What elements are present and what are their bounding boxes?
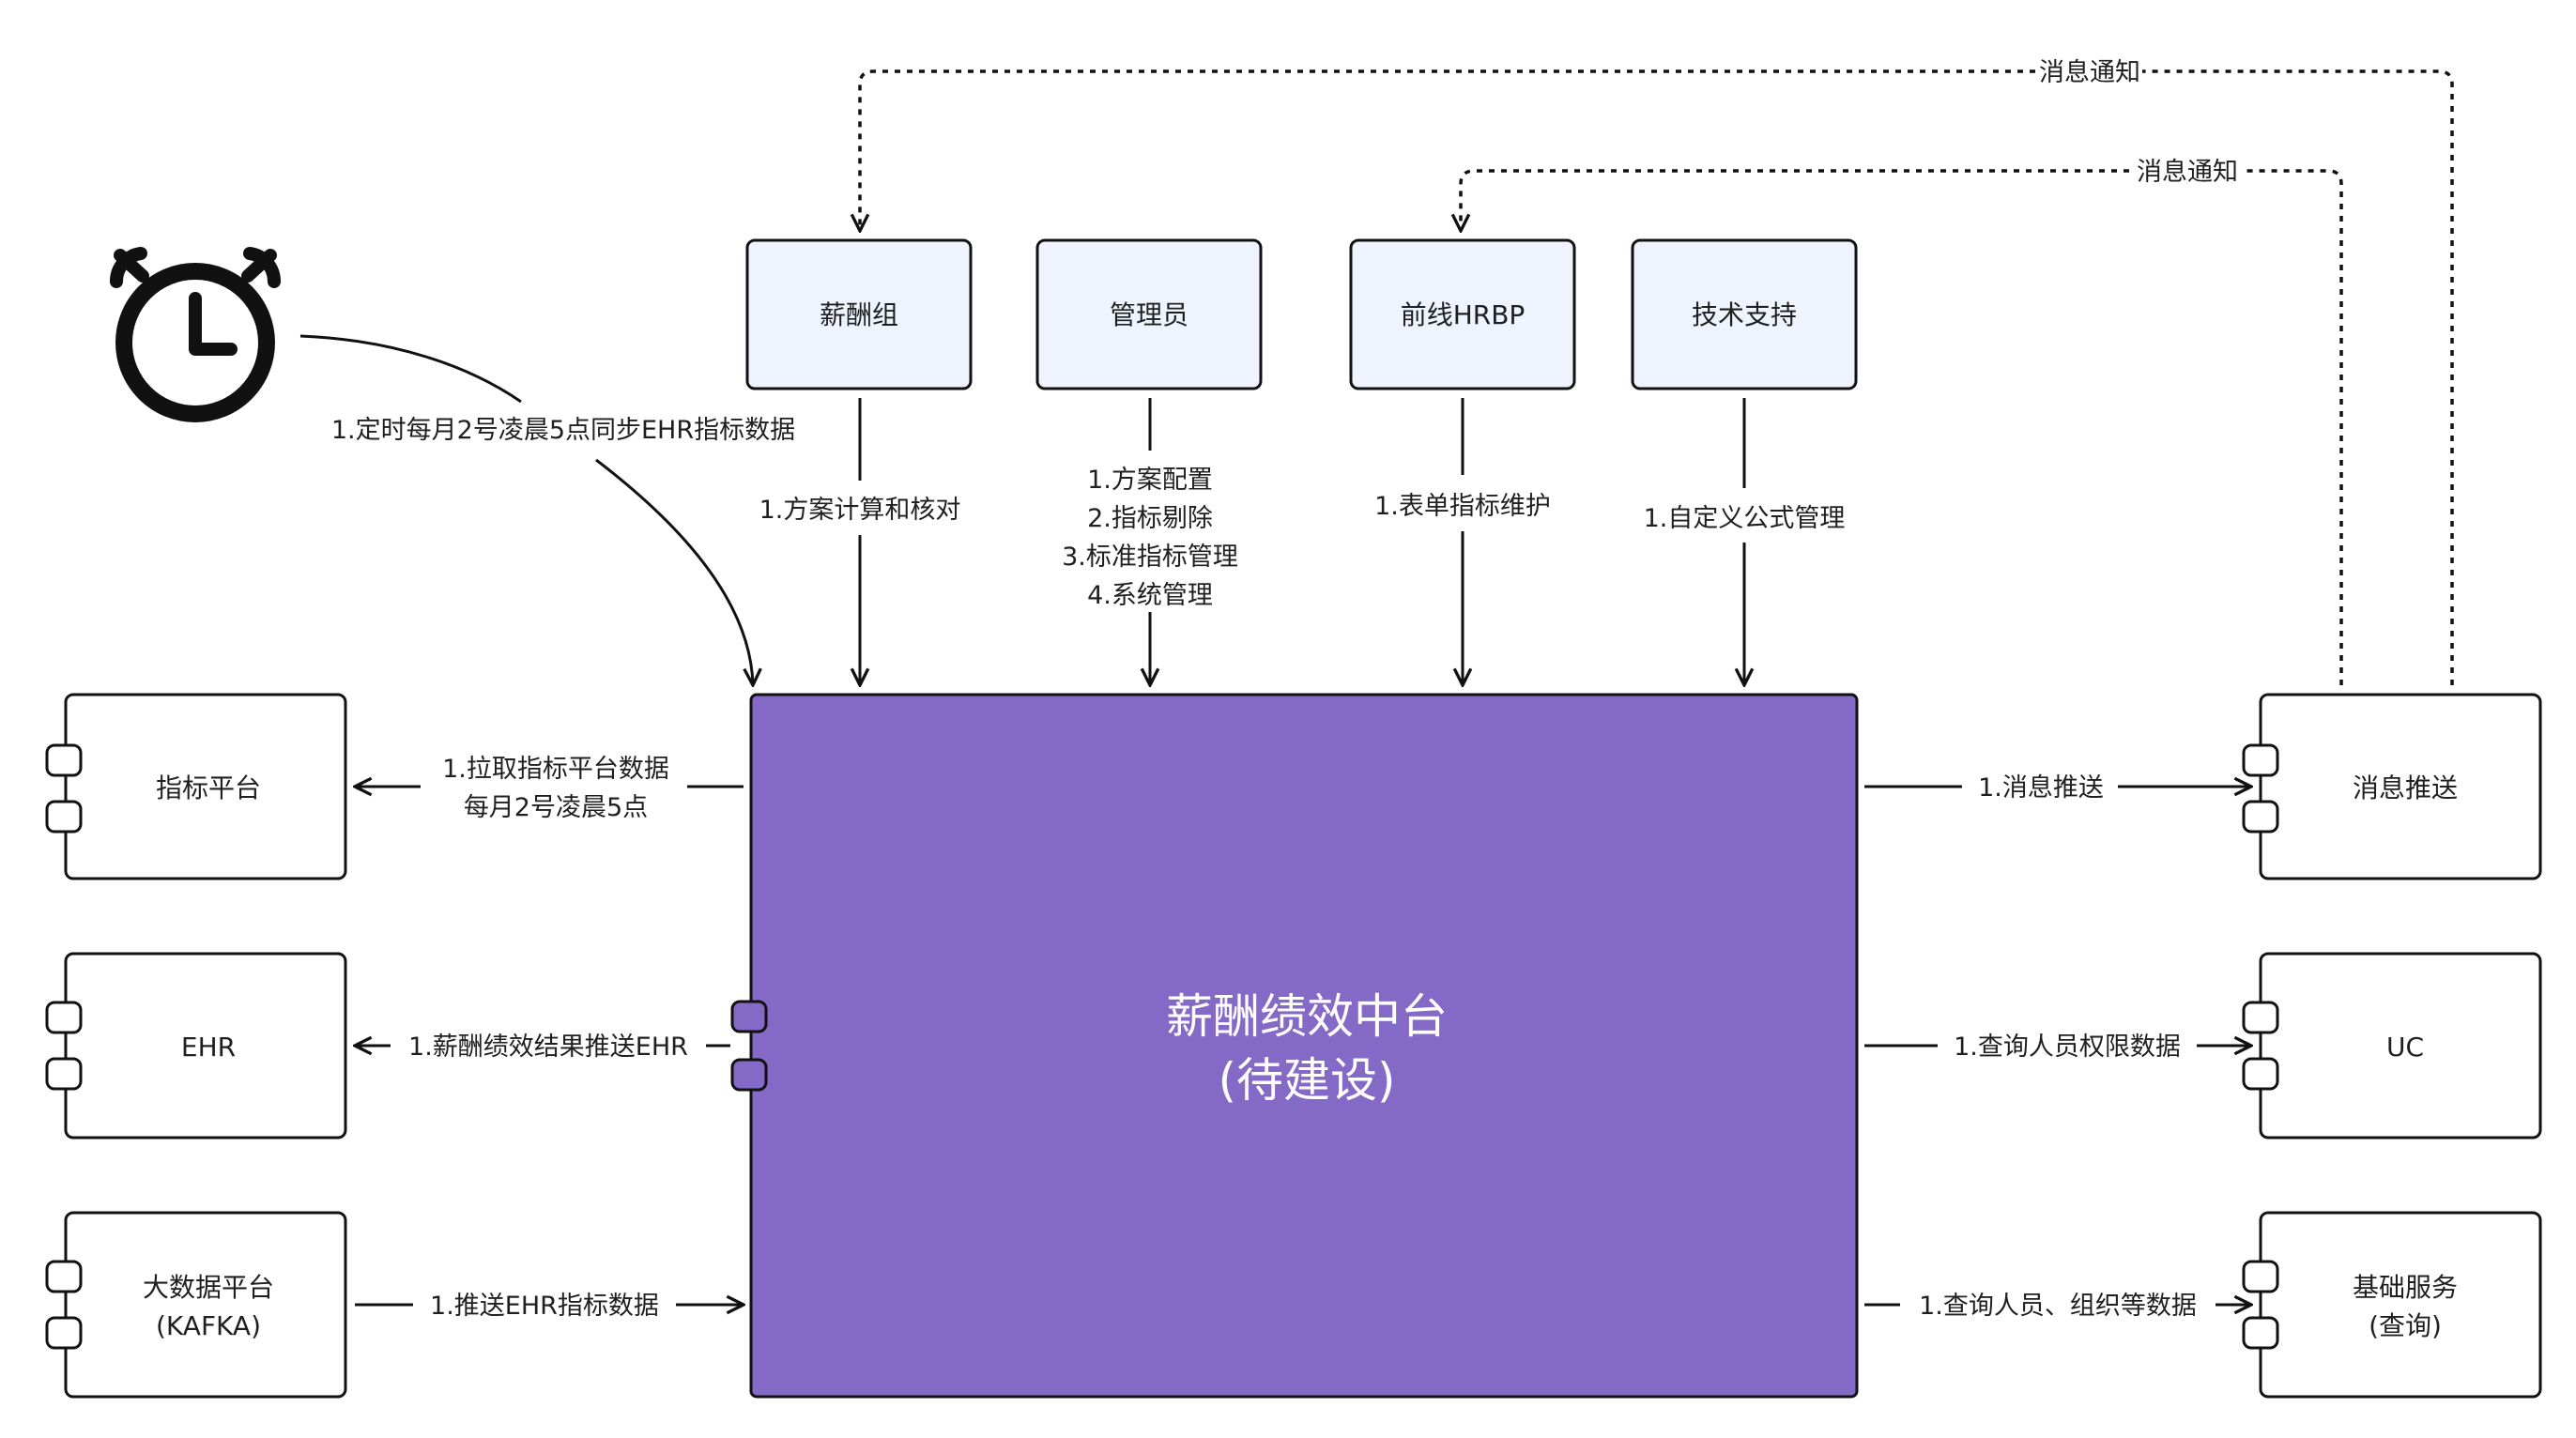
system-label: UC bbox=[2386, 1032, 2424, 1063]
timer-label: 1.定时每月2号凌晨5点同步EHR指标数据 bbox=[331, 416, 795, 445]
role-label: 技术支持 bbox=[1692, 299, 1797, 330]
system-label: EHR bbox=[181, 1032, 236, 1063]
notification-lines: 消息通知 消息通知 bbox=[860, 58, 2454, 685]
system-box-message-push[interactable]: 消息推送 bbox=[2242, 693, 2542, 880]
role-box-tech-support[interactable]: 技术支持 bbox=[1631, 238, 1858, 390]
alarm-clock-icon bbox=[109, 247, 282, 422]
notification-label-1: 消息通知 bbox=[2039, 58, 2140, 87]
center-subtitle: (待建设) bbox=[1218, 1053, 1395, 1108]
role-boxes: 薪酬组 管理员 前线HRBP 技术支持 bbox=[745, 238, 1858, 390]
left-arrow-label: 每月2号凌晨5点 bbox=[464, 793, 648, 822]
center-platform[interactable]: 薪酬绩效中台 (待建设) bbox=[730, 693, 1859, 1399]
role-label: 前线HRBP bbox=[1401, 299, 1526, 330]
role-label: 管理员 bbox=[1110, 299, 1188, 330]
left-arrow-label: 1.推送EHR指标数据 bbox=[430, 1292, 659, 1321]
system-box-uc[interactable]: UC bbox=[2242, 952, 2542, 1140]
role-box-hrbp[interactable]: 前线HRBP bbox=[1349, 238, 1576, 390]
role-action-label: 4.系统管理 bbox=[1087, 581, 1213, 610]
role-action-label: 1.表单指标维护 bbox=[1374, 492, 1551, 521]
system-label: 指标平台 bbox=[156, 773, 261, 803]
role-box-admin[interactable]: 管理员 bbox=[1035, 238, 1263, 390]
system-label: 基础服务 bbox=[2353, 1272, 2458, 1303]
center-port-2 bbox=[730, 1058, 768, 1092]
system-box-bigdata[interactable]: 大数据平台 (KAFKA) bbox=[45, 1211, 347, 1399]
right-arrow-label: 1.查询人员权限数据 bbox=[1954, 1033, 2181, 1062]
center-title: 薪酬绩效中台 bbox=[1166, 989, 1448, 1044]
role-action-label: 1.自定义公式管理 bbox=[1644, 504, 1846, 533]
role-box-salary-group[interactable]: 薪酬组 bbox=[745, 238, 973, 390]
right-systems: 消息推送 UC 基础服务 (查询) bbox=[2242, 693, 2542, 1399]
role-action-label: 1.方案计算和核对 bbox=[759, 496, 961, 525]
system-box-ehr[interactable]: EHR bbox=[45, 952, 347, 1140]
role-label: 薪酬组 bbox=[820, 299, 898, 330]
left-arrow-label: 1.薪酬绩效结果推送EHR bbox=[408, 1033, 688, 1062]
notification-line-salary-group bbox=[2142, 69, 2454, 685]
left-systems: 指标平台 EHR 大数据平台 (KAFKA) bbox=[45, 693, 347, 1399]
system-box-base-service[interactable]: 基础服务 (查询) bbox=[2242, 1211, 2542, 1399]
system-label: 消息推送 bbox=[2353, 773, 2458, 803]
right-arrow-label: 1.消息推送 bbox=[1978, 773, 2104, 803]
left-arrow-label: 1.拉取指标平台数据 bbox=[442, 755, 669, 784]
system-label: (查询) bbox=[2369, 1310, 2442, 1341]
system-label: (KAFKA) bbox=[156, 1310, 261, 1341]
role-action-label: 2.指标剔除 bbox=[1087, 504, 1213, 533]
timer-sync-arrow bbox=[299, 334, 522, 404]
right-arrows: 1.消息推送 1.查询人员权限数据 1.查询人员、组织等数据 bbox=[1864, 773, 2251, 1321]
left-arrows: 1.拉取指标平台数据 每月2号凌晨5点 1.薪酬绩效结果推送EHR 1.推送EH… bbox=[355, 755, 744, 1321]
notification-line-hrbp bbox=[2246, 169, 2343, 685]
role-arrows: 1.方案计算和核对 1.方案配置 2.指标剔除 3.标准指标管理 4.系统管理 … bbox=[759, 398, 1846, 685]
system-box-indicator-platform[interactable]: 指标平台 bbox=[45, 693, 347, 880]
right-arrow-label: 1.查询人员、组织等数据 bbox=[1919, 1292, 2197, 1321]
role-action-label: 1.方案配置 bbox=[1087, 466, 1213, 495]
notification-label-2: 消息通知 bbox=[2137, 158, 2238, 187]
role-action-label: 3.标准指标管理 bbox=[1062, 543, 1238, 572]
center-port-1 bbox=[730, 1000, 768, 1033]
system-label: 大数据平台 bbox=[143, 1272, 274, 1303]
